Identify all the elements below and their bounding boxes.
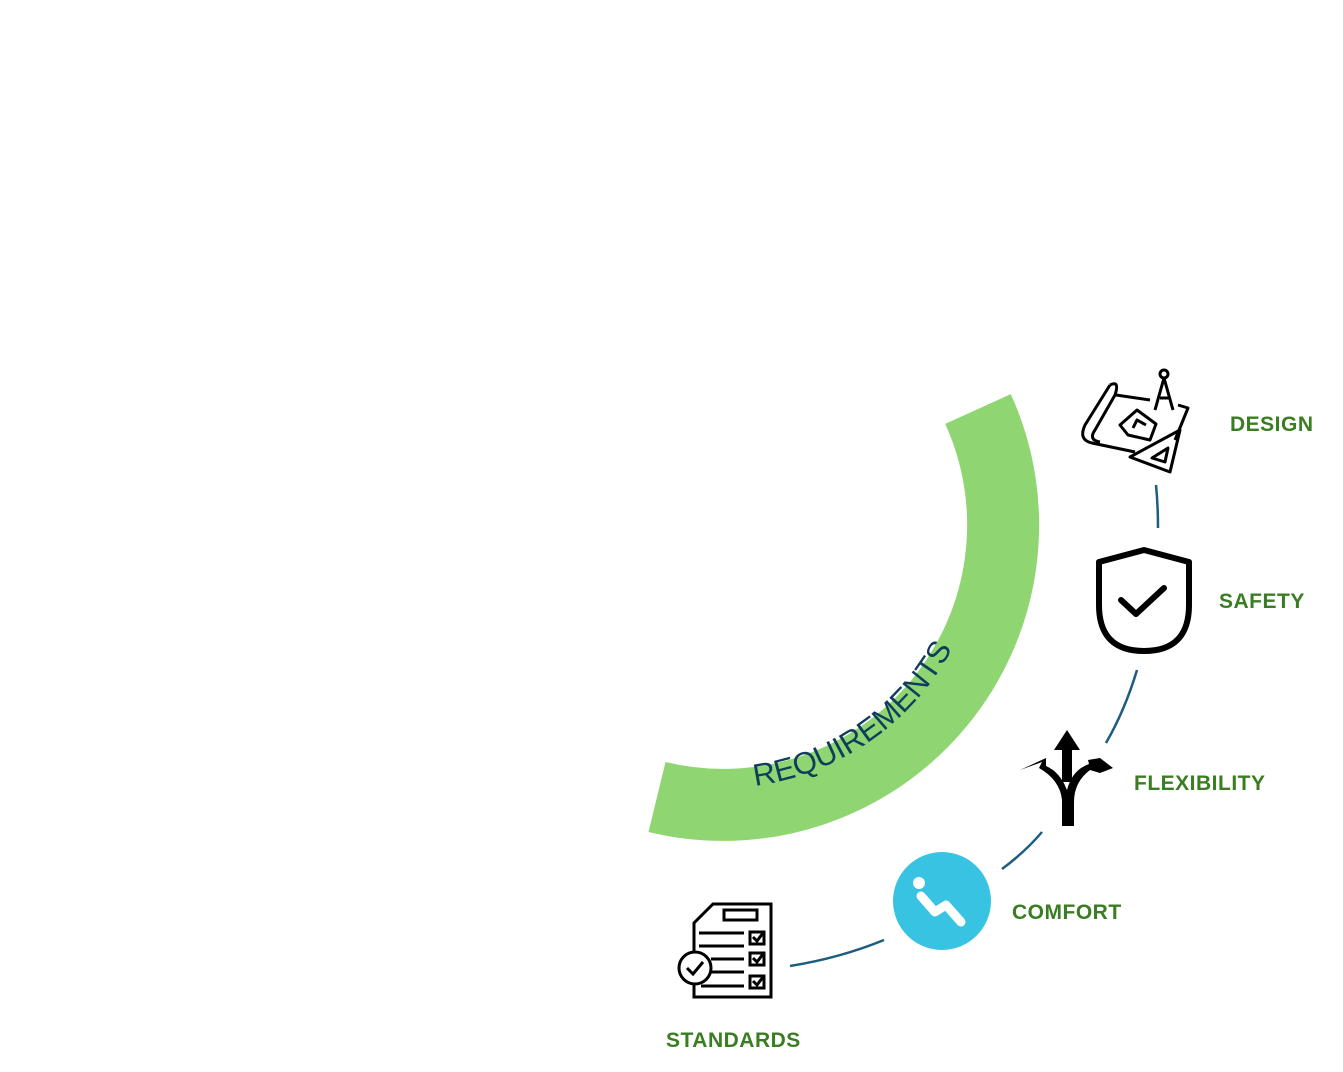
checklist-document-icon bbox=[677, 902, 773, 999]
connector-lines bbox=[789, 484, 1160, 968]
label-comfort: COMFORT bbox=[1012, 901, 1122, 924]
label-safety: SAFETY bbox=[1219, 590, 1305, 613]
label-standards: STANDARDS bbox=[666, 1029, 801, 1052]
blueprint-icon bbox=[1081, 368, 1190, 474]
reclining-seat-icon bbox=[893, 852, 991, 950]
connector-comfort-standards bbox=[789, 938, 885, 968]
connector-design-safety bbox=[1154, 484, 1160, 529]
connector-safety-flexibility bbox=[1104, 669, 1139, 744]
shield-check-icon bbox=[1096, 547, 1192, 654]
label-design: DESIGN bbox=[1230, 413, 1314, 436]
connector-flexibility-comfort bbox=[1001, 831, 1043, 871]
label-flexibility: FLEXIBILITY bbox=[1134, 772, 1266, 795]
requirements-arc bbox=[648, 394, 1040, 841]
split-arrows-icon bbox=[1020, 730, 1113, 826]
